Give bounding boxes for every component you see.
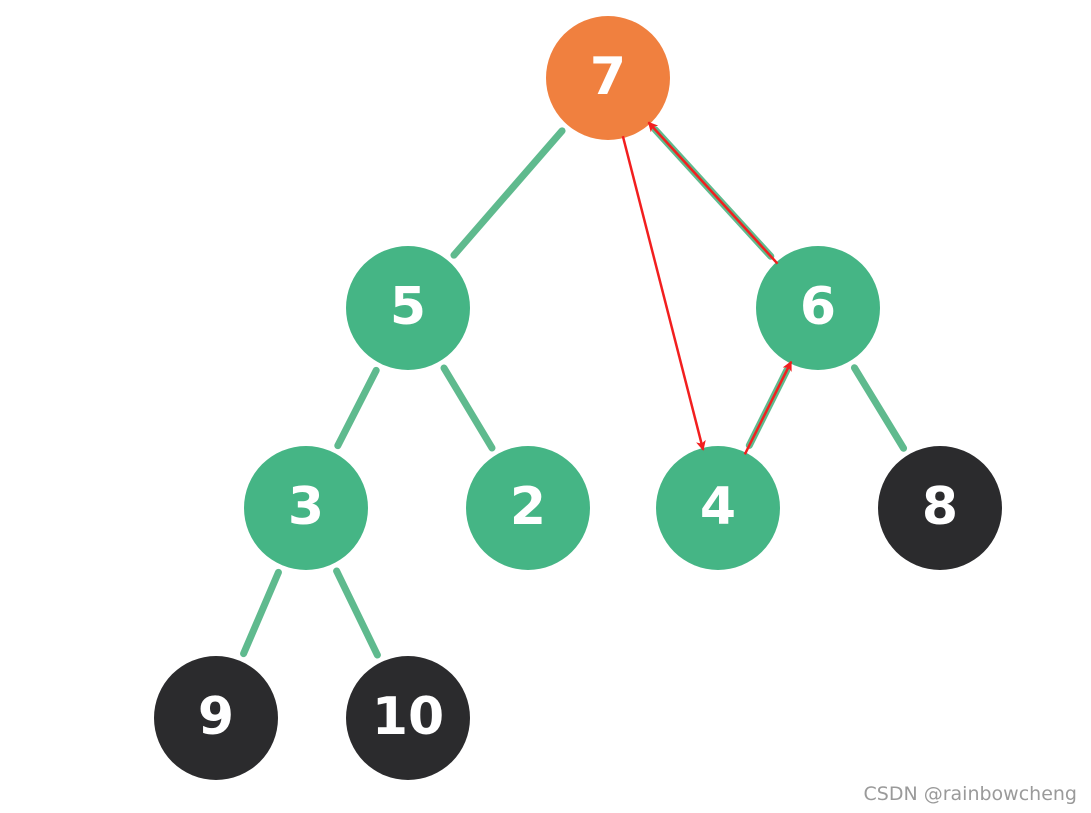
node-circle bbox=[546, 16, 670, 140]
node-circle bbox=[756, 246, 880, 370]
node-label: 6 bbox=[800, 277, 836, 337]
arrow-n7-n4 bbox=[621, 135, 706, 451]
tree-node-9: 9 bbox=[154, 656, 278, 780]
swap-arrows bbox=[621, 121, 793, 455]
node-label: 8 bbox=[922, 477, 958, 537]
node-circle bbox=[244, 446, 368, 570]
node-label: 2 bbox=[510, 477, 546, 537]
node-label: 3 bbox=[288, 477, 324, 537]
tree-node-2: 2 bbox=[466, 446, 590, 570]
tree-node-10: 10 bbox=[346, 656, 470, 780]
tree-node-4: 4 bbox=[656, 446, 780, 570]
arrow-n4-n6 bbox=[743, 360, 793, 455]
node-circle bbox=[346, 656, 470, 780]
node-circle bbox=[346, 246, 470, 370]
edge-n3-n9 bbox=[240, 568, 282, 658]
tree-node-8: 8 bbox=[878, 446, 1002, 570]
tree-edges bbox=[240, 126, 908, 659]
edge-n7-n5 bbox=[450, 127, 566, 259]
tree-nodes: 7 5 6 3 2 4 8 9 10 bbox=[154, 16, 1002, 780]
tree-node-6: 6 bbox=[756, 246, 880, 370]
node-circle bbox=[878, 446, 1002, 570]
edge-n5-n3 bbox=[334, 366, 380, 450]
watermark-text: CSDN @rainbowcheng bbox=[863, 783, 1078, 805]
node-label: 5 bbox=[390, 277, 426, 337]
node-circle bbox=[466, 446, 590, 570]
node-circle bbox=[154, 656, 278, 780]
node-label: 4 bbox=[700, 477, 736, 537]
edge-n6-n8 bbox=[850, 364, 908, 452]
tree-node-5: 5 bbox=[346, 246, 470, 370]
tree-node-3: 3 bbox=[244, 446, 368, 570]
edge-n3-n10 bbox=[333, 567, 381, 659]
node-label: 10 bbox=[372, 687, 444, 747]
node-label: 9 bbox=[198, 687, 234, 747]
node-circle bbox=[656, 446, 780, 570]
tree-node-7: 7 bbox=[546, 16, 670, 140]
node-label: 7 bbox=[590, 47, 626, 107]
edge-n5-n2 bbox=[440, 364, 496, 452]
arrow-n6-n7 bbox=[647, 121, 779, 265]
